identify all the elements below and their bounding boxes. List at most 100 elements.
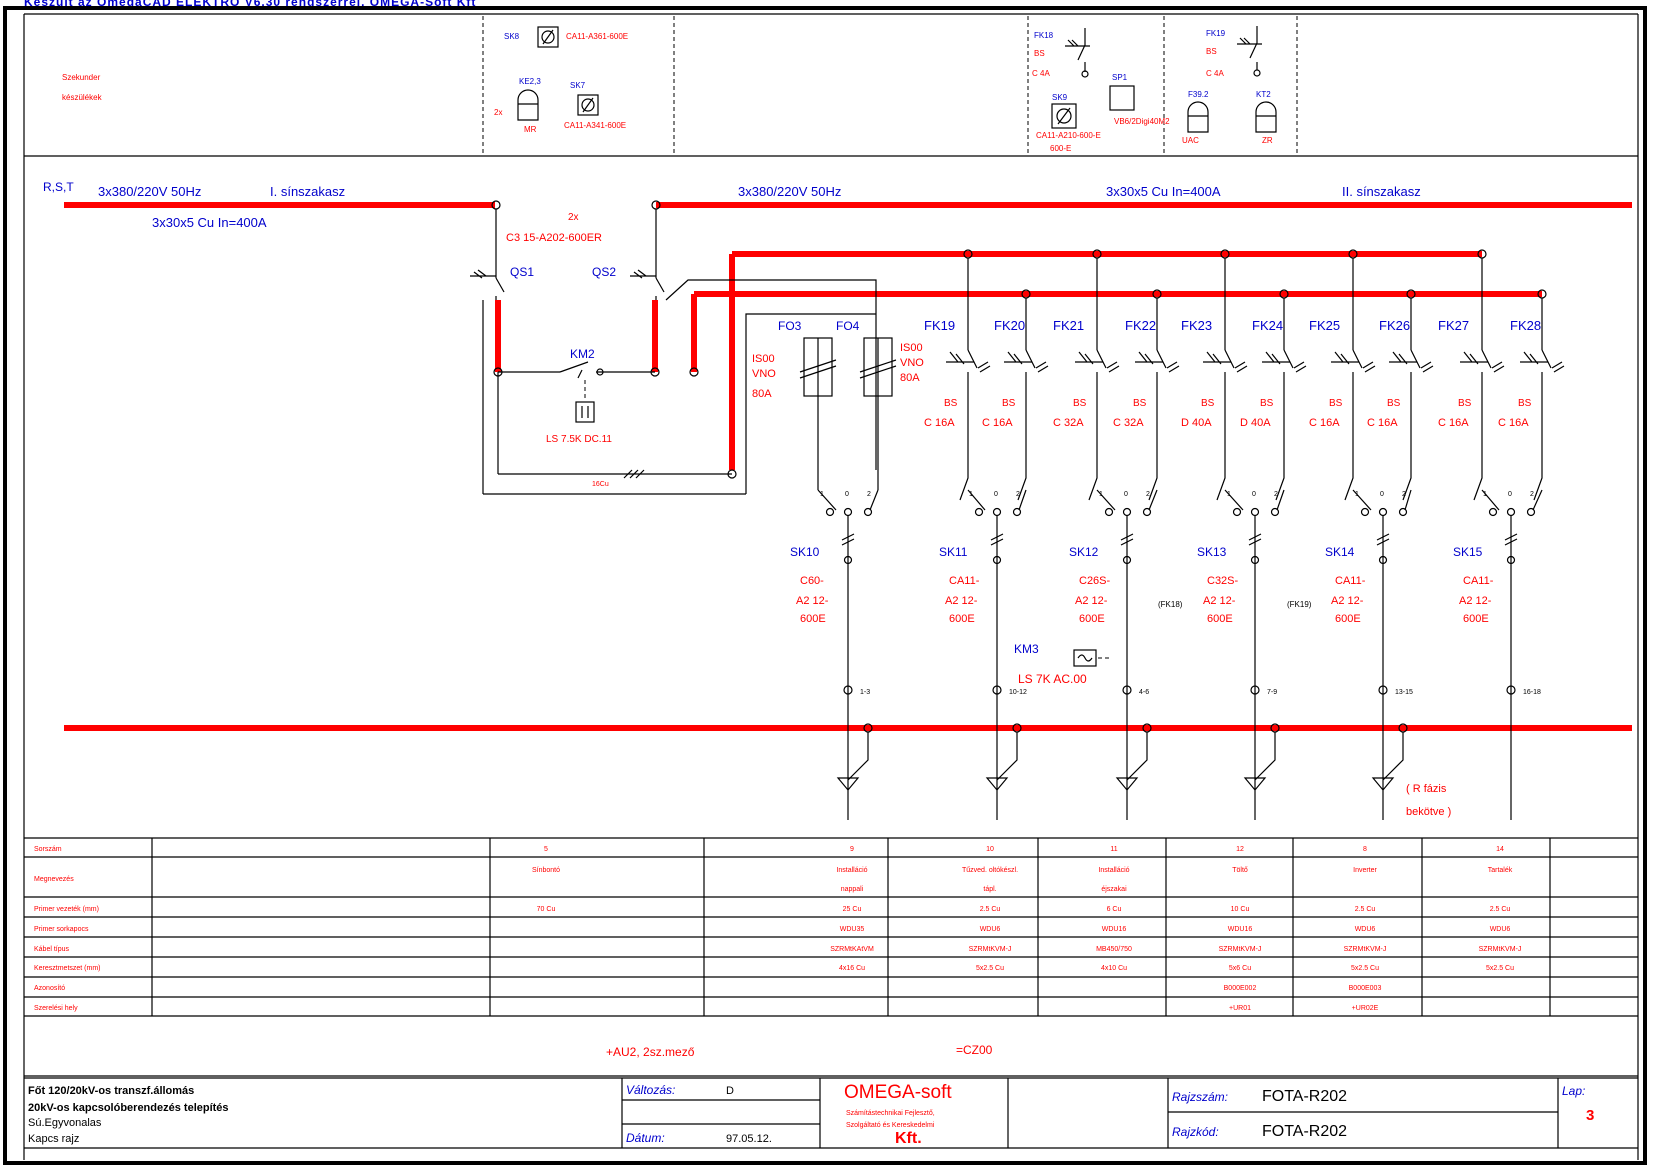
- sw-cable-mark: [1248, 533, 1262, 546]
- sw-pos1-terminal: [1232, 507, 1242, 517]
- sw-pos2-terminal: [1012, 507, 1022, 517]
- f392-relay-icon: [1187, 101, 1209, 133]
- sw-neutral-link: [996, 732, 1018, 781]
- change-value: D: [726, 1085, 734, 1097]
- row-label-primer-vezetek: Primer vezeték (mm): [34, 906, 99, 913]
- sw-neutral-link: [1126, 732, 1148, 781]
- table-cell: 70 Cu: [537, 906, 556, 913]
- ke23-count: 2x: [494, 108, 502, 117]
- sw-pos0-terminal: [1378, 507, 1388, 517]
- sw-type-3: 600E: [1463, 613, 1489, 625]
- bus-cu-1: 3x30x5 Cu In=400A: [152, 215, 267, 230]
- sk9-type-cont: 600-E: [1050, 144, 1071, 153]
- table-cell: 5x6 Cu: [1229, 965, 1251, 972]
- table-cell: 12: [1236, 846, 1244, 853]
- coupling-type: C3 15-A202-600ER: [506, 232, 602, 244]
- table-cell: Töltő: [1232, 867, 1248, 874]
- sw-pos2-terminal: [863, 507, 873, 517]
- sp1-box-icon: [1109, 85, 1135, 111]
- fk-breaker-icon: [1344, 349, 1363, 501]
- fk18-rating: C 4A: [1032, 69, 1050, 78]
- ke23-relay-icon: [517, 89, 539, 121]
- drawing-number-label: Rajzszám:: [1172, 1090, 1228, 1104]
- table-cell: Tartalék: [1488, 867, 1513, 874]
- sw-type-2: A2 12-: [796, 595, 829, 607]
- sw-terminal: [1250, 555, 1260, 565]
- earth-icon: [836, 777, 860, 791]
- sk9-switch-icon: [1051, 103, 1077, 129]
- table-cell: 6 Cu: [1107, 906, 1122, 913]
- rst-label: R,S,T: [43, 180, 74, 194]
- fo4-rating-2: VNO: [900, 357, 924, 369]
- company-line-2: Szolgáltató és Kereskedelmi: [846, 1122, 935, 1129]
- fk-rating: D 40A: [1240, 417, 1271, 429]
- fk-rating: C 16A: [1367, 417, 1398, 429]
- sw-cable-mark: [1120, 533, 1134, 546]
- sw-output-terminal: [1378, 685, 1388, 695]
- drawing-code-label: Rajzkód:: [1172, 1125, 1219, 1139]
- earth-icon: [1243, 777, 1267, 791]
- change-label: Változás:: [626, 1083, 675, 1097]
- fk-name: FK22: [1125, 318, 1156, 333]
- bus-cu-2: 3x30x5 Cu In=400A: [1106, 184, 1221, 199]
- sw-pos0-terminal: [992, 507, 1002, 517]
- row-label-azonosito: Azonosító: [34, 985, 65, 992]
- sk7-type: CA11-A341-600E: [564, 121, 626, 130]
- table-cell: SZRMtKVM-J: [1479, 946, 1522, 953]
- title-line-1: Főt 120/20kV-os transzf.állomás: [28, 1085, 194, 1097]
- fo3-rating-2: VNO: [752, 368, 776, 380]
- company-line-1: Számítástechnikai Fejlesztő,: [846, 1110, 935, 1117]
- row-label-sorszam: Sorszám: [34, 846, 62, 853]
- top-note: Készült az OmegaCAD ELEKTRO V6.30 rendsz…: [24, 0, 477, 9]
- kt2-label: KT2: [1256, 90, 1271, 99]
- sheet-number: 3: [1586, 1107, 1594, 1124]
- sw-name: SK13: [1197, 545, 1227, 559]
- sw-terminal: [1378, 555, 1388, 565]
- qs1-switch-icon: [495, 277, 505, 300]
- sw-pos2-wire: [1018, 489, 1027, 511]
- sw-type-3: 600E: [1079, 613, 1105, 625]
- date-value: 97.05.12.: [726, 1133, 772, 1145]
- fk-bs: BS: [1133, 398, 1147, 409]
- table-cell: 8: [1363, 846, 1367, 853]
- sw-terminal: [1506, 555, 1516, 565]
- sw-type-1: CA11-: [949, 575, 980, 587]
- sw-pos2-terminal: [1526, 507, 1536, 517]
- fk-bs: BS: [1201, 398, 1215, 409]
- sw-type-2: A2 12-: [1459, 595, 1492, 607]
- fo4-rating-3: 80A: [900, 372, 920, 384]
- sw-pos1-wire: [967, 489, 986, 511]
- table-cell: 2.5 Cu: [980, 906, 1001, 913]
- sw-type-2: A2 12-: [1075, 595, 1108, 607]
- sw-pos0-label: 0: [1252, 491, 1256, 498]
- table-cell: Tűzved. oltókészl.: [962, 867, 1018, 874]
- row-label-megnevezes: Megnevezés: [34, 876, 74, 883]
- fk19-sec-rating: C 4A: [1206, 69, 1224, 78]
- sw-type-1: CA11-: [1335, 575, 1366, 587]
- system-code: =CZ00: [956, 1043, 993, 1057]
- sw-pos1-label: 1: [820, 491, 824, 498]
- fk-name: FK21: [1053, 318, 1084, 333]
- sw-pos2-terminal: [1398, 507, 1408, 517]
- sw-type-2: A2 12-: [1331, 595, 1364, 607]
- fk-trip-icon: [1075, 351, 1120, 373]
- sw-pos2-terminal: [1142, 507, 1152, 517]
- table-cell: 5: [544, 846, 548, 853]
- sw-type-2: A2 12-: [1203, 595, 1236, 607]
- sw-pos2-wire: [1276, 489, 1285, 511]
- ke23-sub: MR: [524, 125, 537, 134]
- sheet-label: Lap:: [1562, 1084, 1585, 1098]
- fk-rating: C 32A: [1113, 417, 1144, 429]
- sw-cable-mark: [1504, 533, 1518, 546]
- sw-pos2-wire: [1404, 489, 1412, 511]
- fk-rating: C 32A: [1053, 417, 1084, 429]
- kt2-sub: ZR: [1262, 136, 1273, 145]
- sw-type-1: C60-: [800, 575, 824, 587]
- sw-name: SK15: [1453, 545, 1483, 559]
- fo3-rating-3: 80A: [752, 388, 772, 400]
- bus-voltage-1: 3x380/220V 50Hz: [98, 184, 201, 199]
- fo3-label: FO3: [778, 319, 802, 333]
- fk18-bs: BS: [1034, 49, 1045, 58]
- bus-section-1: I. sínszakasz: [270, 184, 345, 199]
- sw-pos0-terminal: [1506, 507, 1516, 517]
